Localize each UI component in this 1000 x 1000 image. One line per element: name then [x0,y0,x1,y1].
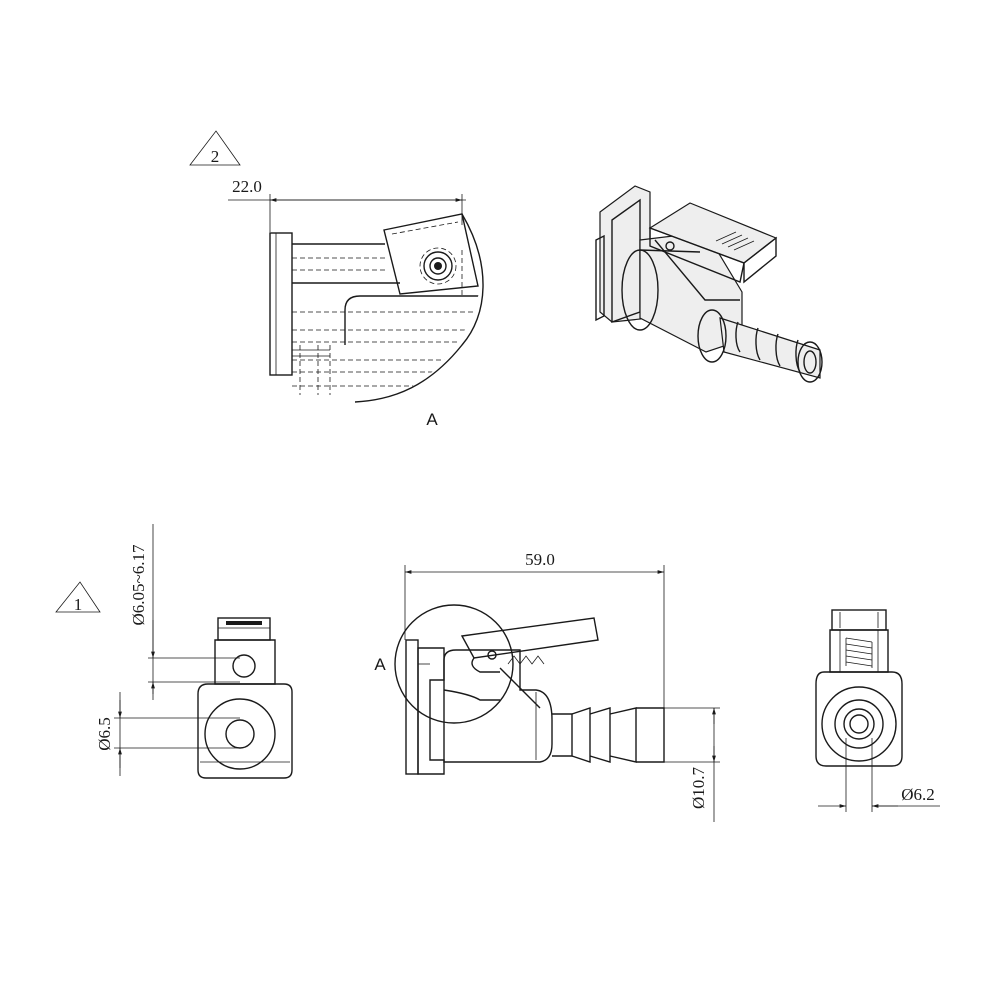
note-1-number: 1 [74,595,83,614]
dim-22-text: 22.0 [232,177,262,196]
detail-a-geometry [269,213,487,395]
detail-circle-a [394,604,514,724]
front-view: Ø6.05~6.17 Ø6.5 [95,524,293,779]
detail-a-side-label: A [374,655,386,674]
detail-view-a: 22.0 [228,177,487,429]
detail-a-label: A [426,410,438,429]
side-view: 59.0 Ø10.7 A [374,550,720,822]
end-view: Ø6.2 [815,609,940,812]
dim-barb-text: Ø10.7 [689,766,708,809]
dim-outlet-text: Ø6.2 [901,785,935,804]
dim-bore-text: Ø6.05~6.17 [129,544,148,625]
dim-length-text: 59.0 [525,550,555,569]
detail-boundary-arc [354,213,484,403]
note-1-triangle: 1 [55,581,101,614]
note-2-number: 2 [211,147,220,166]
note-2-triangle: 2 [189,130,241,166]
isometric-view [595,185,823,383]
dim-port-text: Ø6.5 [95,717,114,751]
